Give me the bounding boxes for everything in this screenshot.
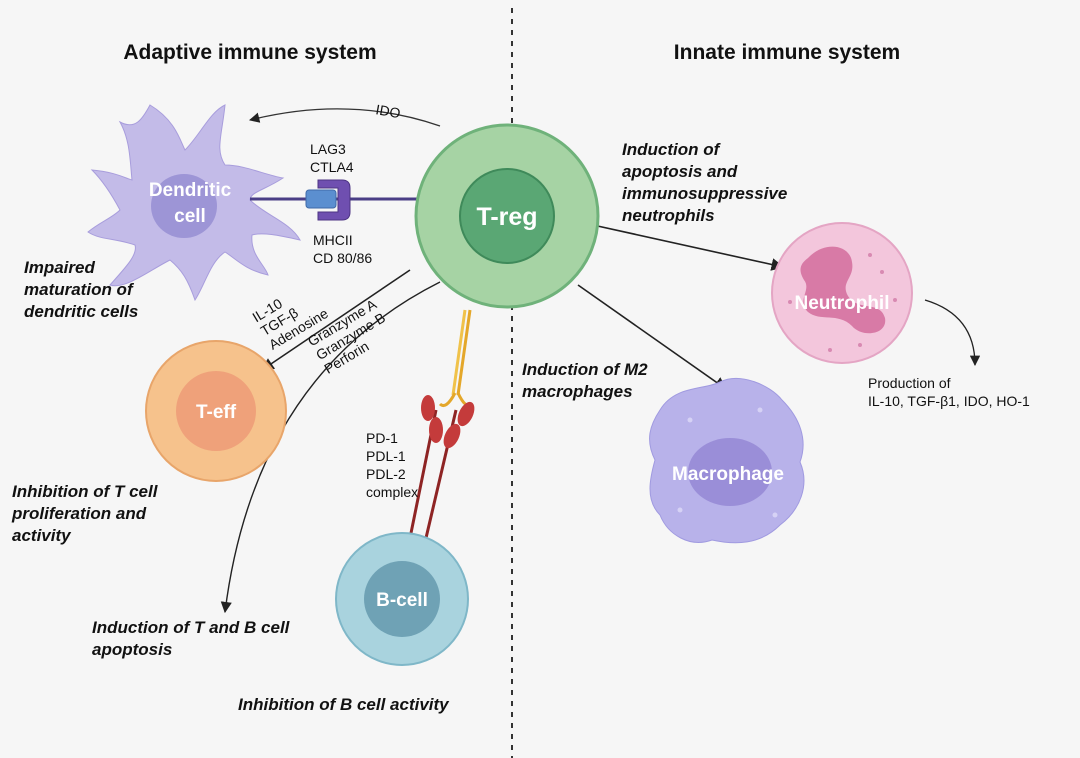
caption-inhibit-t-3: activity: [12, 526, 72, 545]
dendritic-label-1: Dendritic: [149, 180, 232, 201]
cd8086-label: CD 80/86: [313, 250, 372, 266]
dendritic-cell: Dendritic cell: [87, 104, 301, 302]
treg-cell: T-reg: [414, 123, 600, 309]
production-label-1: Production of: [868, 375, 951, 391]
neutrophil-label: Neutrophil: [795, 293, 890, 314]
caption-impaired-1: Impaired: [24, 258, 95, 277]
lag3-label: LAG3: [310, 141, 346, 157]
pd1-label: PD-1: [366, 430, 398, 446]
neutrophil-cell: Neutrophil: [771, 222, 913, 364]
innate-header: Innate immune system: [674, 41, 900, 64]
mhcii-receptor: [305, 189, 337, 209]
lag3-ctla4-receptor: [305, 179, 351, 221]
caption-neut-1: Induction of: [622, 140, 722, 159]
caption-neut-3: immunosuppressive: [622, 184, 787, 203]
complex-label: complex: [366, 484, 418, 500]
teff-cell: T-eff: [145, 340, 287, 482]
caption-inhibit-b: Inhibition of B cell activity: [238, 695, 450, 714]
caption-inhibit-t-2: proliferation and: [11, 504, 147, 523]
pdl2-label: PDL-2: [366, 466, 406, 482]
caption-impaired-3: dendritic cells: [24, 302, 138, 321]
pd-complex-antibody: [408, 309, 475, 539]
adaptive-header: Adaptive immune system: [123, 41, 376, 64]
arrow-production: [924, 299, 981, 367]
dendritic-label-2: cell: [174, 206, 206, 227]
ctla4-label: CTLA4: [310, 159, 354, 175]
teff-label: T-eff: [196, 402, 237, 423]
production-label-2: IL-10, TGF-β1, IDO, HO-1: [868, 393, 1030, 409]
macrophage-cell: Macrophage: [649, 378, 805, 544]
caption-m2-2: macrophages: [522, 382, 633, 401]
neutrophil-nucleus: [800, 246, 886, 334]
arrow-ido: [248, 108, 441, 127]
caption-m2-1: Induction of M2: [522, 360, 648, 379]
caption-impaired-2: maturation of: [24, 280, 135, 299]
arrow-apoptosis: [220, 281, 441, 614]
arrow-to-macrophage: [577, 284, 728, 390]
macrophage-label: Macrophage: [672, 464, 784, 485]
caption-apoptosis-1: Induction of T and B cell: [92, 618, 291, 637]
caption-apoptosis-2: apoptosis: [92, 640, 172, 659]
mhcii-label: MHCII: [313, 232, 353, 248]
caption-neut-4: neutrophils: [622, 206, 715, 225]
caption-neut-2: apoptosis and: [622, 162, 738, 181]
bcell-label: B-cell: [376, 590, 428, 611]
ido-label: IDO: [374, 101, 401, 121]
arrow-to-neutrophil: [592, 224, 785, 271]
pdl1-label: PDL-1: [366, 448, 406, 464]
dendritic-nucleus: [151, 174, 217, 238]
caption-inhibit-t-1: Inhibition of T cell: [12, 482, 159, 501]
arrow-to-teff: [260, 269, 411, 371]
treg-label: T-reg: [476, 203, 537, 231]
bcell: B-cell: [335, 532, 469, 666]
